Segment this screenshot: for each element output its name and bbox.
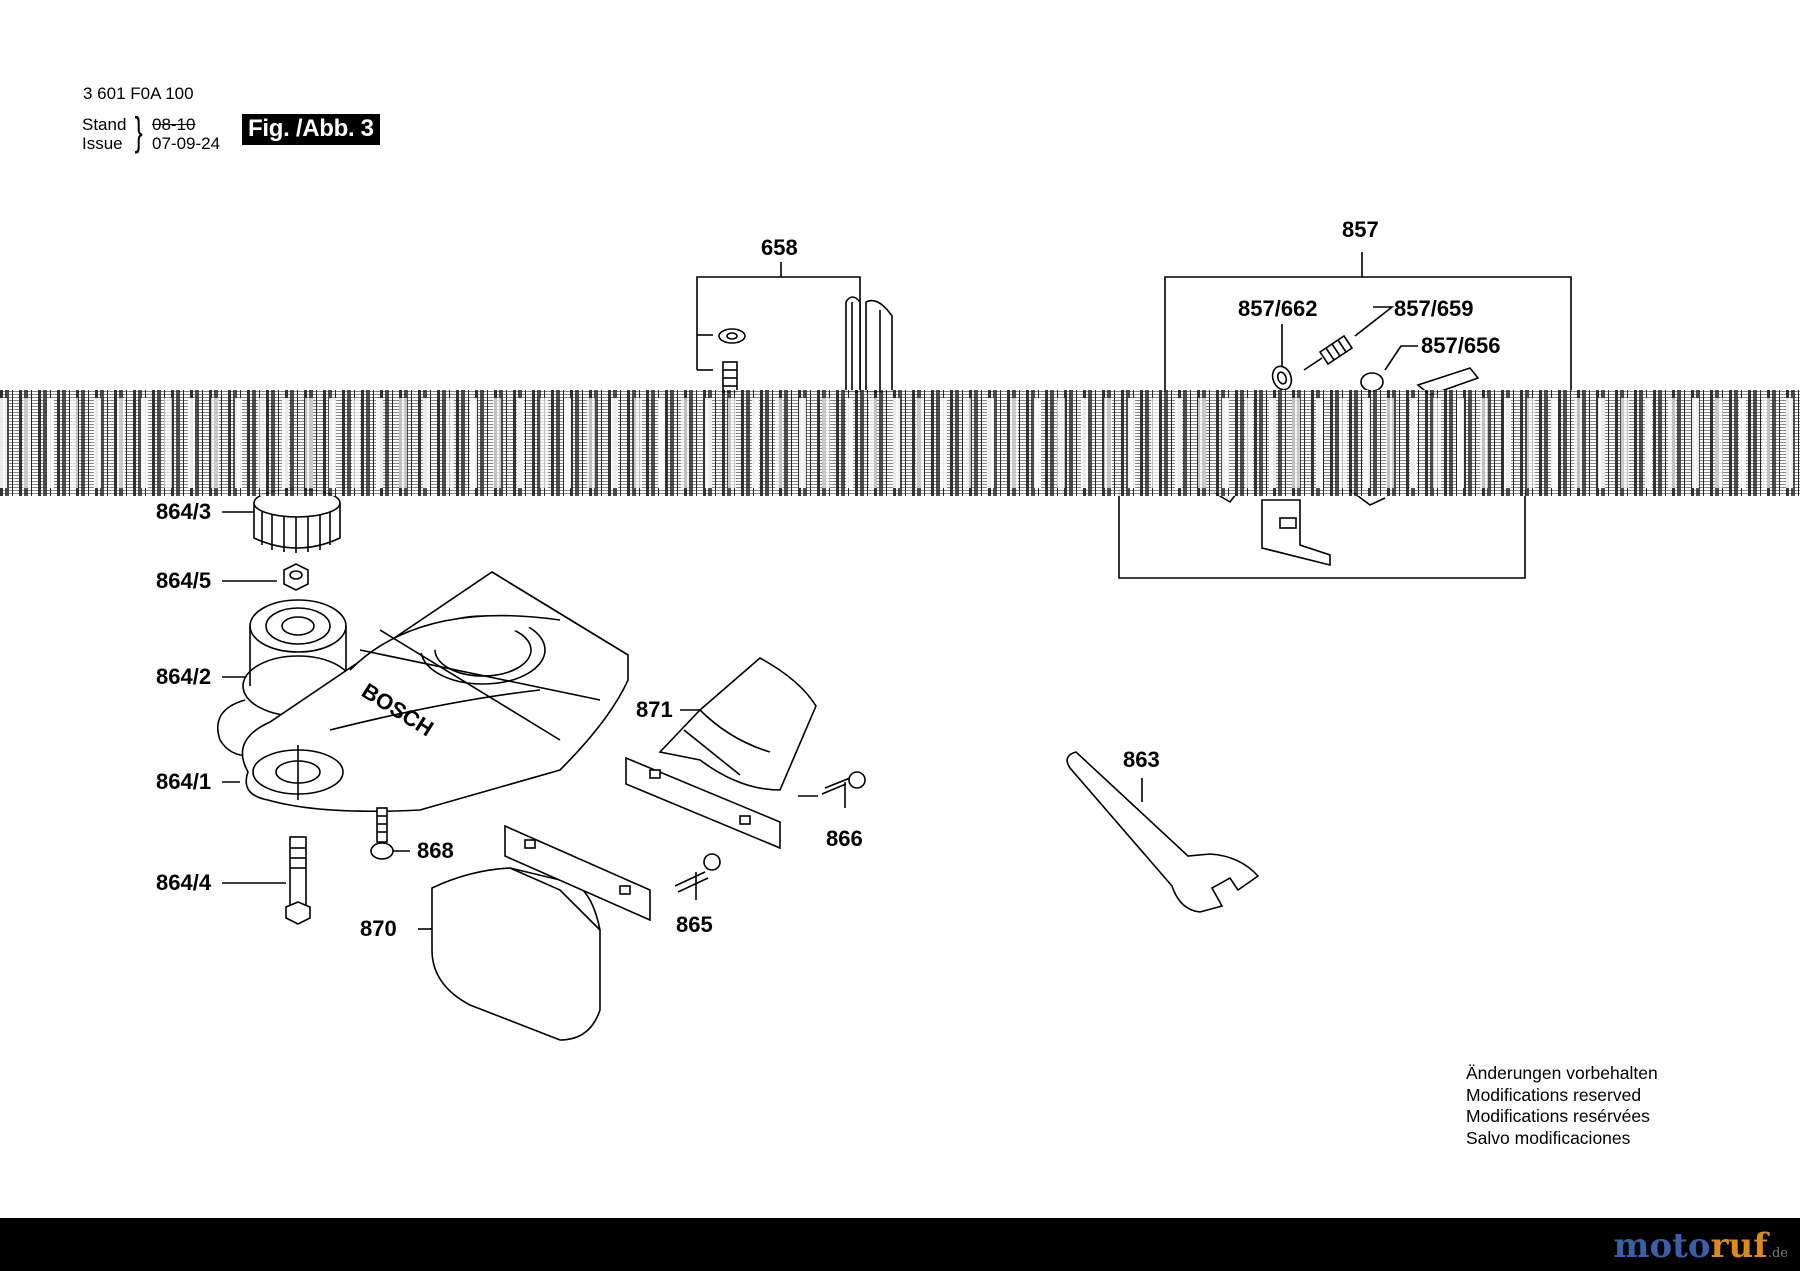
label-863: 863: [1123, 747, 1160, 772]
date-old: 08-10: [152, 115, 196, 134]
issue-label: Issue: [82, 134, 123, 153]
screw-865: [674, 853, 721, 900]
label-857-656: 857/656: [1421, 333, 1501, 358]
part-number: 3 601 F0A 100: [83, 84, 194, 103]
knob-screw-857-659: [1303, 334, 1354, 371]
fence-plate-658: [845, 296, 893, 393]
screw-868: [370, 807, 410, 860]
note-fr: Modifications resérvées: [1466, 1106, 1650, 1126]
label-864-2: 864/2: [156, 664, 212, 689]
watermark-name-a: moto: [1613, 1226, 1711, 1266]
label-864-4: 864/4: [156, 870, 212, 895]
wheel-864-2: [217, 599, 354, 757]
washer-658: [718, 328, 746, 344]
leader-857-656: [1384, 345, 1418, 371]
modifications-note: Änderungen vorbehalten Modifications res…: [1466, 1063, 1658, 1149]
label-857-662: 857/662: [1238, 296, 1318, 321]
bracket-658: [696, 262, 861, 390]
watermark-logo: motoruf.de: [1614, 1226, 1788, 1266]
label-658: 658: [761, 235, 798, 260]
date-new: 07-09-24: [152, 134, 221, 153]
label-866: 866: [826, 826, 863, 851]
oring-857-656: [1360, 372, 1384, 392]
screw-658: [722, 361, 738, 393]
footer-bar: [0, 1218, 1800, 1271]
watermark-name-b: ruf: [1710, 1226, 1768, 1266]
scan-noise-overlay: [0, 398, 1800, 488]
angle-plate-857: [1209, 367, 1480, 567]
leaders-864: [222, 511, 286, 884]
note-es: Salvo modificaciones: [1466, 1127, 1631, 1148]
note-de: Änderungen vorbehalten: [1466, 1063, 1658, 1083]
washer-857-662: [1271, 365, 1293, 391]
label-864-1: 864/1: [156, 769, 212, 794]
hood-870: [418, 824, 651, 1041]
knob-864-3: [253, 488, 341, 553]
note-en: Modifications reserved: [1466, 1084, 1642, 1105]
nut-864-5: [283, 563, 309, 591]
watermark-suffix: .de: [1767, 1246, 1788, 1261]
spout-871: [625, 657, 817, 850]
bolt-864-4: [285, 836, 311, 925]
stand-label: Stand: [82, 115, 127, 134]
label-868: 868: [417, 838, 454, 863]
label-870: 870: [360, 916, 397, 941]
bracket-857: [1118, 252, 1572, 579]
base-plate: [241, 571, 629, 813]
label-871: 871: [636, 697, 673, 722]
label-865: 865: [676, 912, 713, 937]
figure-label: Fig. /Abb. 3: [242, 114, 380, 145]
label-864-3: 864/3: [156, 499, 212, 524]
brace-icon: }: [134, 110, 143, 154]
wrench-863: [1066, 751, 1260, 913]
label-864-5: 864/5: [156, 568, 212, 593]
label-857: 857: [1342, 217, 1379, 242]
label-857-659: 857/659: [1394, 296, 1474, 321]
leader-857-659: [1354, 306, 1395, 337]
screw-866: [798, 771, 866, 808]
